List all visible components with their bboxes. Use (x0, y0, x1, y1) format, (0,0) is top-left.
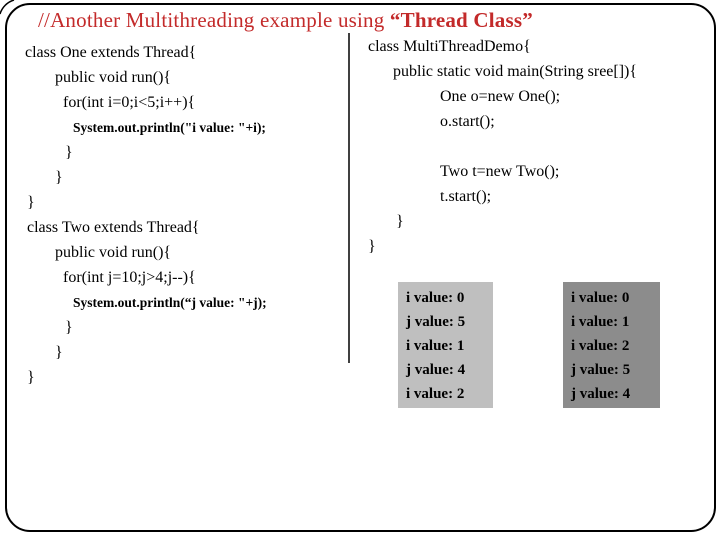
code-line: public static void main(String sree[]){ (393, 63, 638, 80)
code-line: } (55, 169, 63, 186)
code-line: System.out.println("i value: "+i); (73, 120, 266, 135)
code-line: public void run(){ (55, 244, 172, 261)
output-line: i value: 2 (571, 338, 630, 354)
code-line: o.start(); (440, 113, 495, 130)
code-line: class Two extends Thread{ (27, 219, 200, 236)
code-line: for(int j=10;j>4;j--){ (63, 269, 196, 286)
output-line: j value: 4 (406, 362, 466, 378)
code-line: } (65, 144, 73, 161)
code-line: System.out.println(“j value: "+j); (73, 295, 267, 310)
code-line: One o=new One(); (440, 88, 561, 105)
code-line: } (65, 319, 73, 336)
code-line: for(int i=0;i<5;i++){ (63, 94, 196, 111)
code-line: Two t=new Two(); (440, 163, 560, 180)
output-line: j value: 5 (406, 314, 466, 330)
output-line: i value: 0 (406, 290, 465, 306)
output-line: i value: 1 (406, 338, 465, 354)
output-line: i value: 1 (571, 314, 630, 330)
code-line: } (55, 344, 63, 361)
slide-title-emphasis: “Thread Class” (389, 8, 533, 32)
slide-title: //Another Multithreading example using “… (38, 8, 533, 33)
output-line: i value: 2 (406, 386, 465, 402)
code-line: } (396, 213, 404, 230)
output-line: j value: 4 (571, 386, 631, 402)
right-code-block: class MultiThreadDemo{ public static void… (368, 34, 708, 259)
output-line: i value: 0 (571, 290, 630, 306)
outer-corner-arc (0, 0, 15, 15)
code-line: public void run(){ (55, 69, 172, 86)
code-line: } (368, 238, 376, 255)
code-line: class MultiThreadDemo{ (368, 38, 531, 55)
code-line: class One extends Thread{ (25, 44, 197, 61)
output-box-interleaved: i value: 0 j value: 5 i value: 1 j value: 4… (398, 282, 493, 408)
left-code-block: class One extends Thread{ public void run… (25, 40, 345, 390)
output-box-sequential: i value: 0 i value: 1 i value: 2 j value: 5… (563, 282, 660, 408)
output-line: j value: 5 (571, 362, 631, 378)
code-line: } (27, 369, 35, 386)
slide-title-text: //Another Multithreading example using (38, 8, 390, 32)
code-line: } (27, 194, 35, 211)
code-line: t.start(); (440, 188, 492, 205)
